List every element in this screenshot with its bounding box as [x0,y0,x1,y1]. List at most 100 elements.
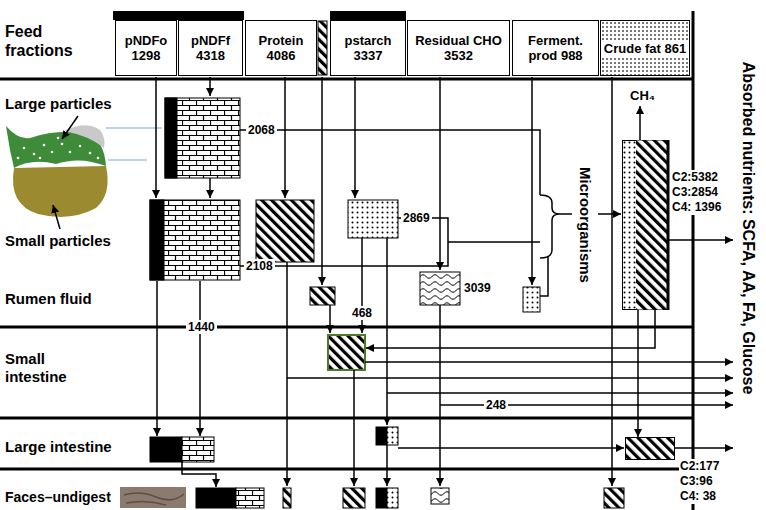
value-column: C2:177C3:96C4: 38 [679,459,720,504]
particle-dots [17,137,100,160]
absorption-arrow [668,239,733,241]
boundary-line [0,468,693,471]
flow-arrow [284,77,286,198]
pool-pattern [622,140,726,310]
flow-value: 2869 [401,211,432,225]
flow-arrow [398,447,624,449]
large-intestine-pool [387,427,398,445]
flow-arrow [639,106,641,140]
value-text: C3:96 [679,474,714,489]
flow-arrow [366,310,655,348]
box-border [667,140,670,310]
fraction-text: Crude fat 861 [602,41,688,56]
boundary-line [0,417,693,420]
feed-fraction-box: pNDFo 1298 [115,20,177,76]
flow-arrow [353,370,355,486]
section-label: Faces–undigest [5,489,111,506]
flow-arrow [439,77,441,270]
flow-arrow [386,238,388,425]
fermentation-box: C2:5382C3:2854C4: 1396 [622,140,726,310]
level-line [106,128,162,160]
faeces-image [120,487,186,508]
fraction-text: pNDFf 4318 [179,33,242,63]
flow-arrow [209,178,211,198]
flow-arrow [386,445,388,486]
flow-line [540,256,548,296]
flow-arrow [155,77,157,198]
faeces-pool [387,488,398,508]
fraction-text: Residual CHO 3532 [408,33,509,63]
protein-strip [318,21,327,75]
section-label: Feed fractions [5,22,97,60]
flow-arrow [329,305,331,333]
soluble-protein-pool [310,287,335,305]
fermentation-box: C2:177C3:96C4: 38 [625,437,725,509]
flow-connector [637,310,639,437]
flow-arrow [156,281,158,436]
value-column: C2:5382C3:2854C4: 1396 [671,170,722,215]
absorption-arrow [387,392,733,394]
flow-line [240,218,540,266]
ferment-product-pool [523,287,540,312]
flow-arrow [598,213,621,215]
axis-label: Absorbed nutrients: SCFA, AA, FA, Glucos… [739,62,758,395]
flow-arrow [321,77,323,285]
microbe-pool [623,141,668,310]
flow-line [560,213,572,215]
large-intestine-pool [376,427,387,445]
faeces-pool [343,488,365,508]
flow-value: 3039 [462,281,493,295]
section-label: Small particles [5,232,111,250]
feed-fraction-box: Crude fat 861 [600,20,690,76]
value-text: C4: 38 [679,489,717,504]
leader-line [53,205,60,229]
section-label: Large intestine [5,438,112,456]
indigestible-pool [165,98,177,178]
rumen-body [13,166,108,217]
value-text: C3:2854 [671,185,719,200]
faeces-pool [236,488,264,508]
flow-arrow [182,462,216,487]
top-bar [113,11,244,20]
boundary-line [0,78,693,81]
flow-value: 248 [484,398,508,412]
section-label: Rumen fluid [5,290,92,308]
value-text: C4: 1396 [671,200,722,215]
feed-fraction-box: Residual CHO 3532 [407,20,510,76]
fermentation-pool [636,141,668,310]
fraction-text: Ferment. prod 988 [513,33,598,63]
flow-value: 2108 [244,259,275,273]
flow-arrow [531,77,533,285]
fraction-text: pNDFo 1298 [116,33,176,63]
flow-arrow [354,77,356,198]
starch-pool [348,200,398,238]
flow-value: 2068 [246,123,277,137]
hindgut-fermentation-pool [626,438,675,460]
fraction-text: pstarch 3337 [331,33,405,63]
faeces-pool [376,488,387,508]
large-intestine-pool [150,437,182,462]
value-text: C2:177 [679,459,720,474]
faeces-pool [283,488,291,508]
leader-line [62,116,78,139]
faeces-pool [196,488,236,508]
faeces-photo [120,487,186,508]
pool-label: Microorganisms [576,167,594,283]
absorption-line [692,11,695,510]
compartment-lines [0,11,693,510]
small-particle-pool [150,200,240,280]
flow-arrow [199,281,201,436]
boundary-line [0,326,693,329]
absorption-arrow [365,361,733,363]
feed-fraction-box: Protein 4086 [245,20,317,76]
faeces-pool [604,488,624,508]
value-text: C2:5382 [671,170,719,185]
merge-bracket [540,195,560,258]
section-label: Large particles [5,95,112,113]
flow-value: 1440 [186,320,217,334]
feed-fraction-box: pNDFf 4318 [178,20,243,76]
faeces-texture [124,493,184,505]
flow-arrow [286,262,288,486]
faeces-pool [431,488,449,504]
residual-cho-pool [420,272,460,305]
